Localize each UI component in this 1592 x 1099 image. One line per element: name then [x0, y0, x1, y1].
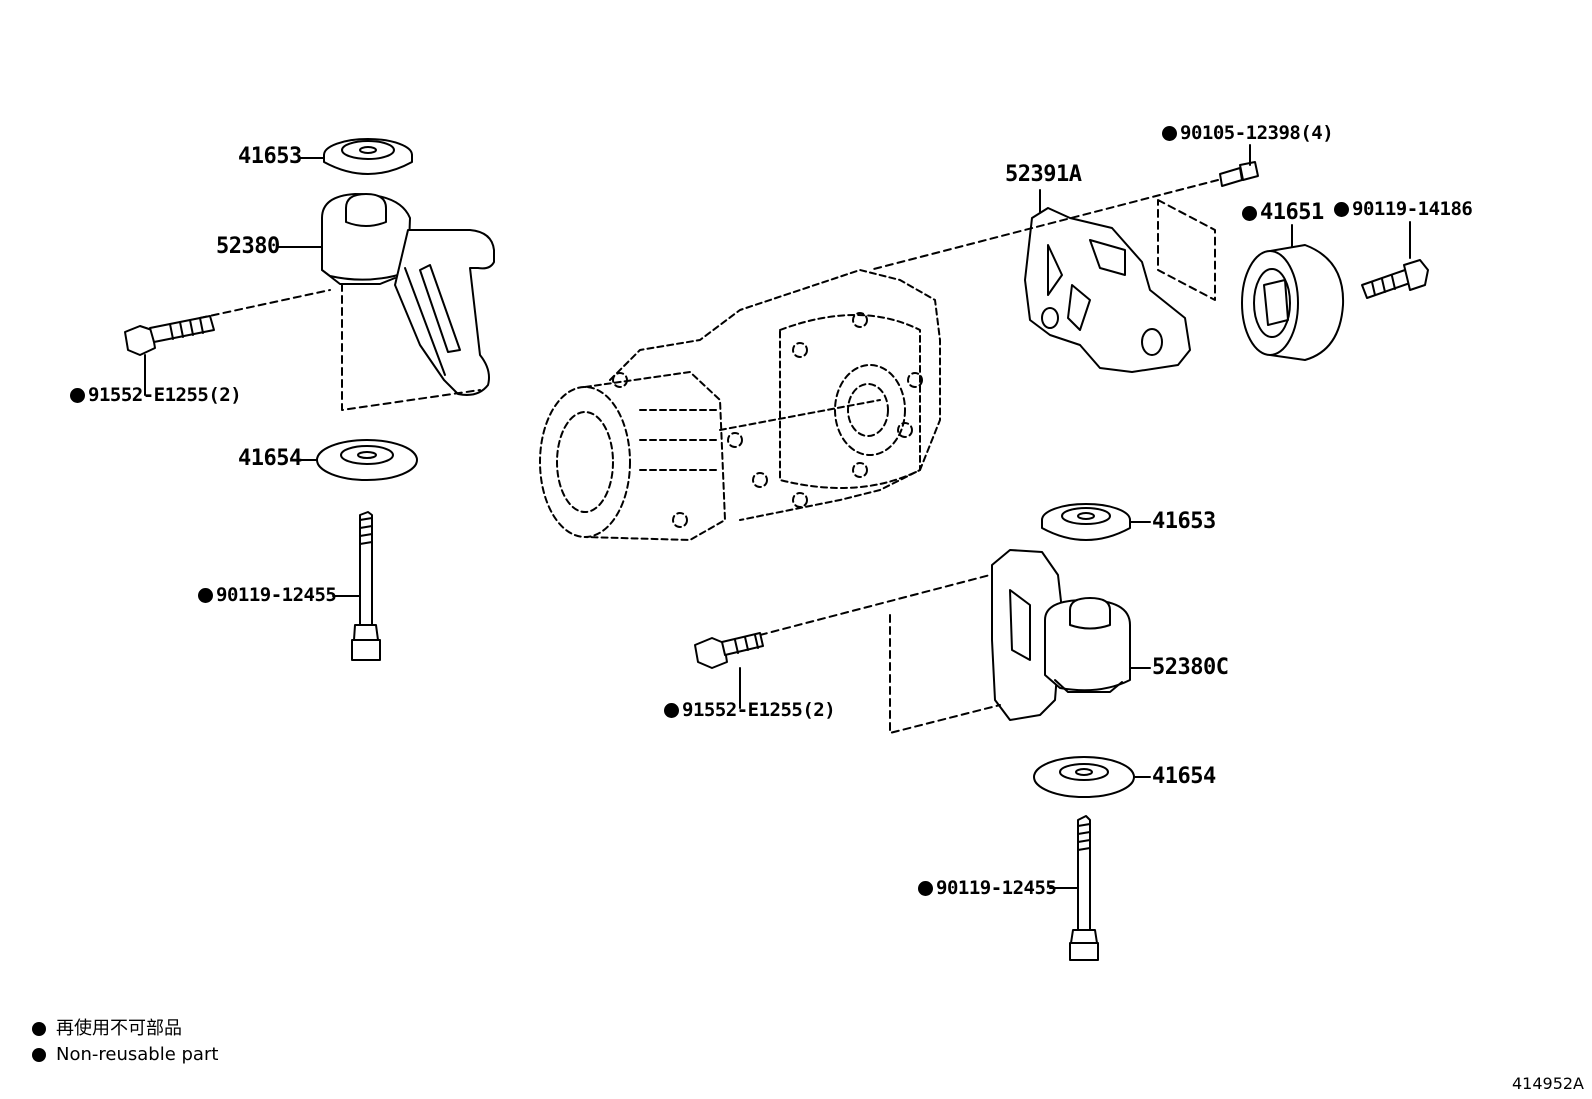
non-reusable-dot-icon [1334, 202, 1349, 217]
label-41653-top: 41653 [238, 144, 302, 169]
bolt-90119-left [351, 511, 381, 661]
non-reusable-dot-icon [198, 588, 213, 603]
label-90105: 90105-12398(4) [1162, 122, 1334, 144]
label-52380: 52380 [216, 234, 280, 259]
differential-housing [539, 269, 941, 541]
non-reusable-dot-icon [1242, 206, 1257, 221]
legend-jp: 再使用不可部品 [32, 1018, 182, 1040]
label-41654-right: 41654 [1152, 764, 1216, 789]
bolt-91552-left [124, 315, 215, 356]
cushion-41653-top [323, 138, 413, 175]
washer-41654-right [1033, 756, 1135, 798]
bolt-91552-right [694, 632, 764, 669]
bushing-41651 [1241, 244, 1345, 361]
non-reusable-dot-icon [1162, 126, 1177, 141]
bolt-90119-14186 [1361, 259, 1429, 299]
legend-en: Non-reusable part [32, 1044, 218, 1066]
bracket-52380 [321, 193, 495, 396]
bracket-52391a [1024, 207, 1191, 373]
label-91552-left: 91552-E1255(2) [70, 384, 242, 406]
label-41651: 41651 [1242, 202, 1324, 224]
label-90119-left: 90119-12455 [198, 584, 337, 606]
non-reusable-dot-icon [32, 1048, 46, 1062]
non-reusable-dot-icon [70, 388, 85, 403]
dashed-52391a [1157, 199, 1216, 301]
label-41654-left: 41654 [238, 446, 302, 471]
dashed-52380 [341, 283, 481, 411]
label-91552-right: 91552-E1255(2) [664, 699, 836, 721]
bolt-90119-bottom [1069, 815, 1099, 961]
label-52380c: 52380C [1152, 655, 1229, 680]
label-52391a: 52391A [1005, 162, 1082, 187]
washer-41654-left [316, 439, 418, 481]
cushion-41653-right [1041, 503, 1131, 541]
non-reusable-dot-icon [664, 703, 679, 718]
non-reusable-dot-icon [32, 1022, 46, 1036]
non-reusable-dot-icon [918, 881, 933, 896]
label-41653-right: 41653 [1152, 509, 1216, 534]
bolt-90105 [1219, 161, 1259, 187]
bracket-52380c [991, 549, 1131, 721]
label-90119-14186: 90119-14186 [1334, 198, 1473, 220]
label-90119-bottom: 90119-12455 [918, 877, 1057, 899]
dashed-52380c [889, 614, 1001, 734]
figure-number: 414952A [1511, 1074, 1584, 1093]
